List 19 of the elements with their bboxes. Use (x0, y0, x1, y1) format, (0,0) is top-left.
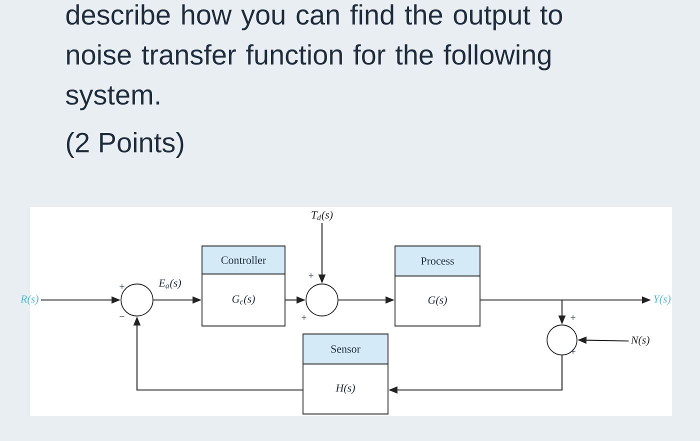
signal-label: T$_{d}$(s) (312, 210, 333, 221)
signal-label: R(s) (20, 295, 38, 305)
signal-label: N(s) (630, 336, 650, 346)
sign: + (120, 284, 124, 289)
sign: + (570, 315, 576, 320)
summing-junction (306, 284, 338, 316)
points-text: (2 Points) (66, 132, 184, 158)
signal-label: Y(s) (654, 295, 671, 305)
sign: + (570, 349, 576, 354)
sign: + (308, 273, 314, 278)
sign: − (120, 316, 124, 317)
question-text: describe how you can find the output to noise transfer function for the following system. (66, 4, 562, 110)
block-box: Controller G$_{c}$(s) (202, 246, 286, 326)
sign: + (302, 315, 306, 320)
summing-junction (120, 284, 154, 316)
summing-junction (546, 324, 578, 356)
block-box: Process G(s) (394, 246, 480, 326)
edge-label: E$_{a}$(s) (158, 278, 182, 290)
block-box: Sensor H(s) (302, 334, 388, 414)
